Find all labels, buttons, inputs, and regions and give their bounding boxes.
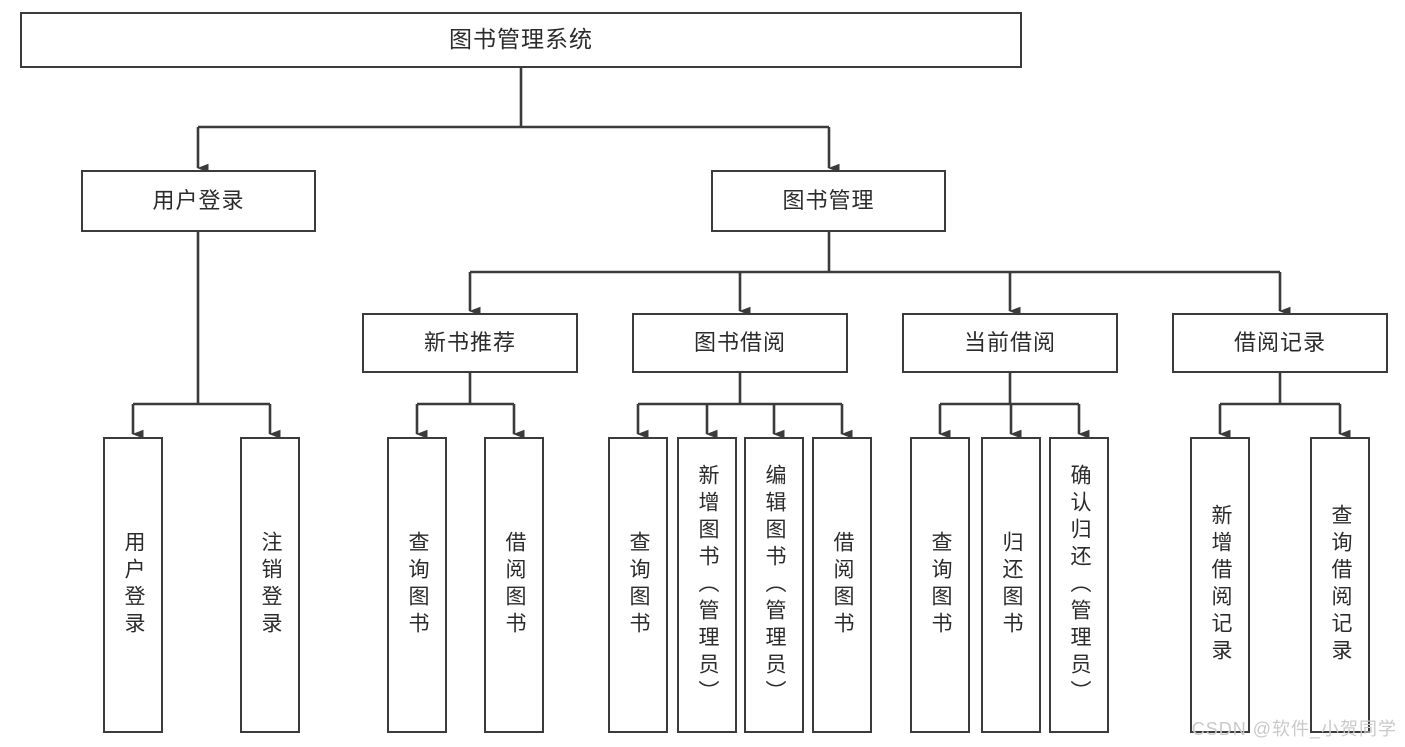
node-new-book-recommend[interactable]: 新书推荐 [362,313,578,373]
node-label: 新增借阅记录 [1209,504,1233,666]
node-label: 新增图书（管理员） [696,463,720,707]
leaf-add-borrow-record[interactable]: 新增借阅记录 [1190,437,1250,733]
leaf-query-book-borrow[interactable]: 查询图书 [608,437,668,733]
node-label: 查询图书 [627,531,651,639]
node-book-management[interactable]: 图书管理 [711,170,946,232]
watermark: CSDN @软件_小贺同学 [1191,719,1397,739]
node-label: 确认归还（管理员） [1068,463,1092,707]
node-label: 当前借阅 [963,329,1056,355]
leaf-logout-login[interactable]: 注销登录 [240,437,300,733]
node-label: 归还图书 [1000,531,1024,639]
leaf-return-book[interactable]: 归还图书 [981,437,1041,733]
leaf-query-borrow-record[interactable]: 查询借阅记录 [1310,437,1370,733]
leaf-query-book-recommend[interactable]: 查询图书 [387,437,447,733]
node-label: 查询图书 [406,531,430,639]
node-current-borrow[interactable]: 当前借阅 [902,313,1118,373]
leaf-user-login[interactable]: 用户登录 [103,437,163,733]
leaf-confirm-return-admin[interactable]: 确认归还（管理员） [1049,437,1109,733]
leaf-add-book-admin[interactable]: 新增图书（管理员） [677,437,737,733]
node-label: 编辑图书（管理员） [763,463,787,707]
node-borrow-record[interactable]: 借阅记录 [1172,313,1388,373]
leaf-borrow-book-recommend[interactable]: 借阅图书 [484,437,544,733]
node-label: 借阅图书 [831,531,855,639]
node-book-borrow[interactable]: 图书借阅 [632,313,848,373]
node-label: 借阅记录 [1233,329,1326,355]
node-label: 借阅图书 [503,531,527,639]
node-label: 查询借阅记录 [1329,504,1353,666]
node-label: 注销登录 [259,531,283,639]
leaf-edit-book-admin[interactable]: 编辑图书（管理员） [744,437,804,733]
node-user-login[interactable]: 用户登录 [81,170,316,232]
leaf-borrow-book[interactable]: 借阅图书 [812,437,872,733]
node-root-book-management-system[interactable]: 图书管理系统 [20,12,1022,68]
node-label: 图书借阅 [693,329,786,355]
node-label: 查询图书 [929,531,953,639]
node-label: 图书管理 [782,187,875,213]
node-label: 图书管理系统 [449,26,593,53]
node-label: 用户登录 [122,531,146,639]
node-label: 新书推荐 [423,329,516,355]
leaf-query-book-current[interactable]: 查询图书 [910,437,970,733]
node-label: 用户登录 [152,187,245,213]
